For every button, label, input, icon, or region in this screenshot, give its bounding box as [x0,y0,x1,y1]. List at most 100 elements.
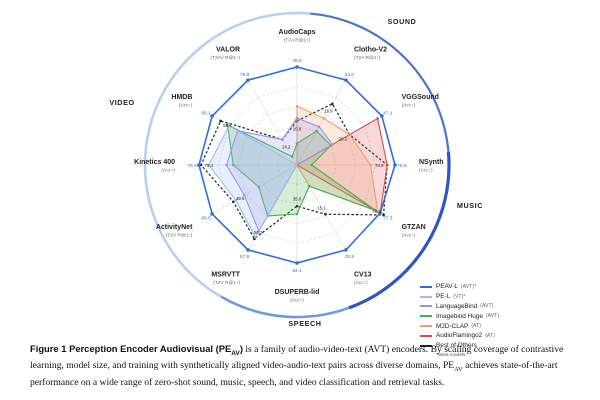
category-label-sound: SOUND [388,17,417,26]
legend-swatch [420,305,432,308]
axis-metric: (T2A R@1↑) [354,55,381,61]
legend-item: Best of Others [420,341,580,351]
axis-name: AudioCaps [279,29,316,36]
data-point [207,163,211,167]
category-label-speech: SPEECH [288,319,321,328]
axis-labels: AudioCaps(T2A R@1↑)45.820.8Clotho-V2(T2A… [134,29,443,304]
others-value-label: 79.0 [373,209,382,214]
legend-swatch [420,315,432,318]
legend: PEAV-L(AVT)*PE-L(VT)*LanguageBind(AVT)Im… [420,282,580,358]
axis-name: HMDB [171,94,192,101]
legend-tag: (AVT) [485,313,500,320]
axis-name: CV13 [354,272,372,279]
data-point [373,208,377,212]
legend-item: PEAV-L(AVT)* [420,282,580,292]
others-value-label: 20.8 [293,127,302,132]
grid-spoke [296,80,347,166]
axis-name: VALOR [216,46,240,53]
axis-name: MSRVTT [211,272,240,279]
legend-tag: (VT)* [453,293,466,300]
others-value-label: 24.2 [282,144,291,149]
axis-metric: (Acc↑) [290,298,304,304]
best-value-label: 79.8 [240,72,250,78]
series-m2d-clap [296,105,379,213]
legend-label: M2D-CLAP [436,322,469,330]
axis-name: ActivityNet [156,224,193,231]
data-point [295,104,299,108]
legend-label: Best of Others [436,342,477,350]
figure-caption: Figure 1 Perception Encoder Audiovisual … [30,343,575,390]
axis-metric: (Acc↑) [179,103,193,109]
data-point [378,211,382,215]
data-point [225,163,228,167]
legend-item: PE-L(VT)* [420,292,580,302]
legend-swatch [420,325,432,328]
others-value-label: 35.0 [293,196,302,201]
legend-swatch [420,295,432,298]
legend-swatch [420,334,432,337]
data-point [246,248,250,252]
legend-tag: (AVT)* [460,283,477,290]
category-label-music: MUSIC [457,201,483,210]
caption-head: Figure 1 Perception Encoder Audiovisual … [30,343,243,357]
data-point [281,138,284,141]
data-point [380,114,384,118]
data-point [232,163,235,167]
best-value-label: 47.1 [383,111,393,117]
others-value-label: 70.9 [375,163,384,168]
best-value-label: 66.5 [202,215,212,221]
axis-metric: (T2V R@1↑) [213,280,240,286]
others-value-label: 49.6 [236,196,245,201]
legend-tag: (AT) [485,332,495,339]
category-ring-video [143,11,311,298]
legend-item: Imagebind Huge(AVT) [420,311,580,321]
best-value-label: 84.1 [292,268,302,274]
data-point [210,212,214,216]
data-point [330,102,334,106]
axis-name: GTZAN [402,224,426,231]
data-point [290,155,294,158]
grid-spoke [212,164,298,215]
data-point [385,163,389,167]
data-point [310,163,314,167]
data-point [295,204,299,208]
legend-label: AudioFlamingo2 [436,332,483,340]
data-point [254,235,257,239]
best-value-label: 45.8 [292,58,302,64]
axis-metric: (Acc↑) [419,168,433,174]
data-point [257,185,261,189]
category-ring-music [348,151,451,310]
legend-tag: (AVT) [480,303,494,310]
legend-label: PE-L [436,293,451,301]
data-point [197,163,201,167]
data-point [295,212,299,216]
caption-body: is a family of audio-video-text (AVT) en… [30,344,564,388]
data-point [227,124,231,128]
data-point [295,65,299,69]
data-point [376,210,379,213]
data-point [331,143,334,146]
data-point [295,142,299,145]
best-value-label: 76.9 [187,163,197,169]
axis-name: Kinetics 400 [134,159,175,166]
data-point [344,78,348,82]
others-value-label: 75.4 [205,163,214,168]
axis-metric: (T2AV R@1↑) [210,55,240,61]
axis-metric: (T2V R@1↑) [166,233,193,239]
axis-metric: (Acc↑) [402,103,416,109]
others-value-label: 29.2 [339,137,348,142]
data-point [317,125,321,129]
data-point [246,78,250,82]
category-ring-speech [220,295,350,319]
axis-metric: (T2A R@1↑) [284,38,311,44]
others-value-label: 15.1 [317,205,326,210]
legend-label: PEAV-L [436,283,458,291]
data-point [382,213,385,217]
category-label-video: VIDEO [109,98,134,107]
legend-item: M2D-CLAP(AT) [420,321,580,331]
legend-swatch [420,344,432,347]
legend-tag: (AT) [471,323,482,330]
data-point [322,117,326,120]
grid-spoke [247,80,298,166]
data-point [393,163,397,167]
